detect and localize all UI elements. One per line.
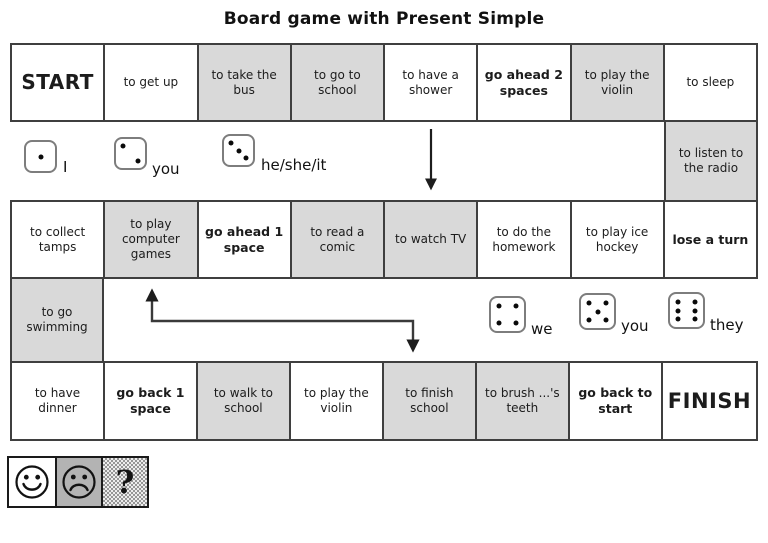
board-cell-do-homework: to do the homework (476, 202, 570, 277)
board-cell-brush-teeth: to brush ...'s teeth (474, 363, 568, 439)
cell-label: to walk to school (213, 386, 274, 415)
cell-label: to watch TV (394, 232, 467, 246)
detour-arrow-icon (145, 288, 420, 353)
cell-label: to collect tamps (30, 224, 86, 254)
board-cell-watch-tv: to watch TV (383, 202, 477, 277)
board-cell-go-ahead-1: go ahead 1 space (196, 202, 290, 277)
cell-label: to go to school (314, 67, 361, 97)
board-cell-computer-games: to play computer games (103, 202, 197, 277)
board-cell-go-to-school: to go to school (289, 45, 383, 120)
cell-label: to play ice hockey (585, 224, 649, 254)
cell-label: to finish school (405, 386, 454, 415)
cell-label: to read a comic (310, 224, 365, 254)
die-4-label: we (531, 320, 553, 338)
board-cell-lose-a-turn: lose a turn (662, 202, 756, 277)
cell-label: go ahead 2 spaces (484, 66, 563, 98)
cell-label: to have a shower (402, 67, 459, 97)
question-mark-icon: ? (115, 463, 135, 501)
die-1-icon (24, 140, 57, 173)
cell-label: to go swimming (26, 305, 88, 334)
board-cell-get-up: to get up (103, 45, 197, 120)
cell-label: to take the bus (211, 67, 277, 97)
board-cell-go-ahead-2: go ahead 2 spaces (476, 45, 570, 120)
cell-label: go ahead 1 space (205, 223, 284, 255)
cell-label: to do the homework (492, 224, 556, 254)
legend-cell-correct (9, 458, 55, 506)
legend: ? (7, 456, 149, 508)
die-6-label: they (710, 316, 744, 334)
board-cell-go-back-to-start: go back to start (567, 363, 661, 439)
board-cell-go-swimming: to go swimming (10, 277, 104, 363)
cell-label: to listen to the radio (678, 146, 744, 175)
board-cell-go-back-1: go back 1 space (102, 363, 196, 439)
cell-label: go back to start (578, 385, 653, 416)
cell-label: go back 1 space (116, 385, 185, 416)
board-row-3: to have dinner go back 1 space to walk t… (10, 361, 758, 441)
legend-cell-question: ? (101, 458, 147, 506)
board-row-1: START to get up to take the bus to go to… (10, 43, 758, 122)
cell-label: START (21, 70, 94, 94)
cell-label: FINISH (667, 388, 752, 413)
cell-label: to sleep (686, 75, 735, 89)
cell-label: to have dinner (34, 386, 81, 415)
board-cell-have-a-shower: to have a shower (383, 45, 477, 120)
die-2-icon (114, 137, 147, 170)
board-cell-read-a-comic: to read a comic (289, 202, 383, 277)
cell-label: to brush ...'s teeth (484, 386, 560, 415)
board-cell-collect-tamps: to collect tamps (12, 202, 104, 277)
die-4-icon (489, 296, 526, 333)
board-cell-play-violin-1: to play the violin (569, 45, 663, 120)
page-title: Board game with Present Simple (223, 9, 545, 29)
board-cell-ice-hockey: to play ice hockey (569, 202, 663, 277)
die-1-label: I (63, 158, 68, 176)
board-cell-have-dinner: to have dinner (12, 363, 103, 439)
sad-face-icon (62, 465, 96, 499)
die-2-label: you (152, 160, 180, 178)
cell-label: lose a turn (672, 231, 749, 247)
die-6-icon (668, 292, 705, 329)
legend-cell-wrong (55, 458, 101, 506)
board-cell-take-the-bus: to take the bus (196, 45, 290, 120)
die-5-icon (579, 293, 616, 330)
board-cell-play-violin-2: to play the violin (288, 363, 382, 439)
board-cell-finish: FINISH (660, 363, 757, 439)
cell-label: to get up (123, 75, 179, 89)
cell-label: to play the violin (304, 386, 369, 415)
happy-face-icon (15, 465, 49, 499)
die-3-icon (222, 134, 255, 167)
die-5-label: you (621, 317, 649, 335)
board-cell-walk-to-school: to walk to school (195, 363, 289, 439)
cell-label: to play the violin (584, 67, 650, 97)
board-cell-sleep: to sleep (662, 45, 756, 120)
die-3-label: he/she/it (261, 156, 327, 174)
board-cell-finish-school: to finish school (381, 363, 475, 439)
board-row-2: to collect tamps to play computer games … (10, 200, 758, 279)
cell-label: to play computer games (121, 217, 180, 261)
board-cell-listen-to-radio: to listen to the radio (664, 120, 758, 202)
board-cell-start: START (12, 45, 104, 120)
